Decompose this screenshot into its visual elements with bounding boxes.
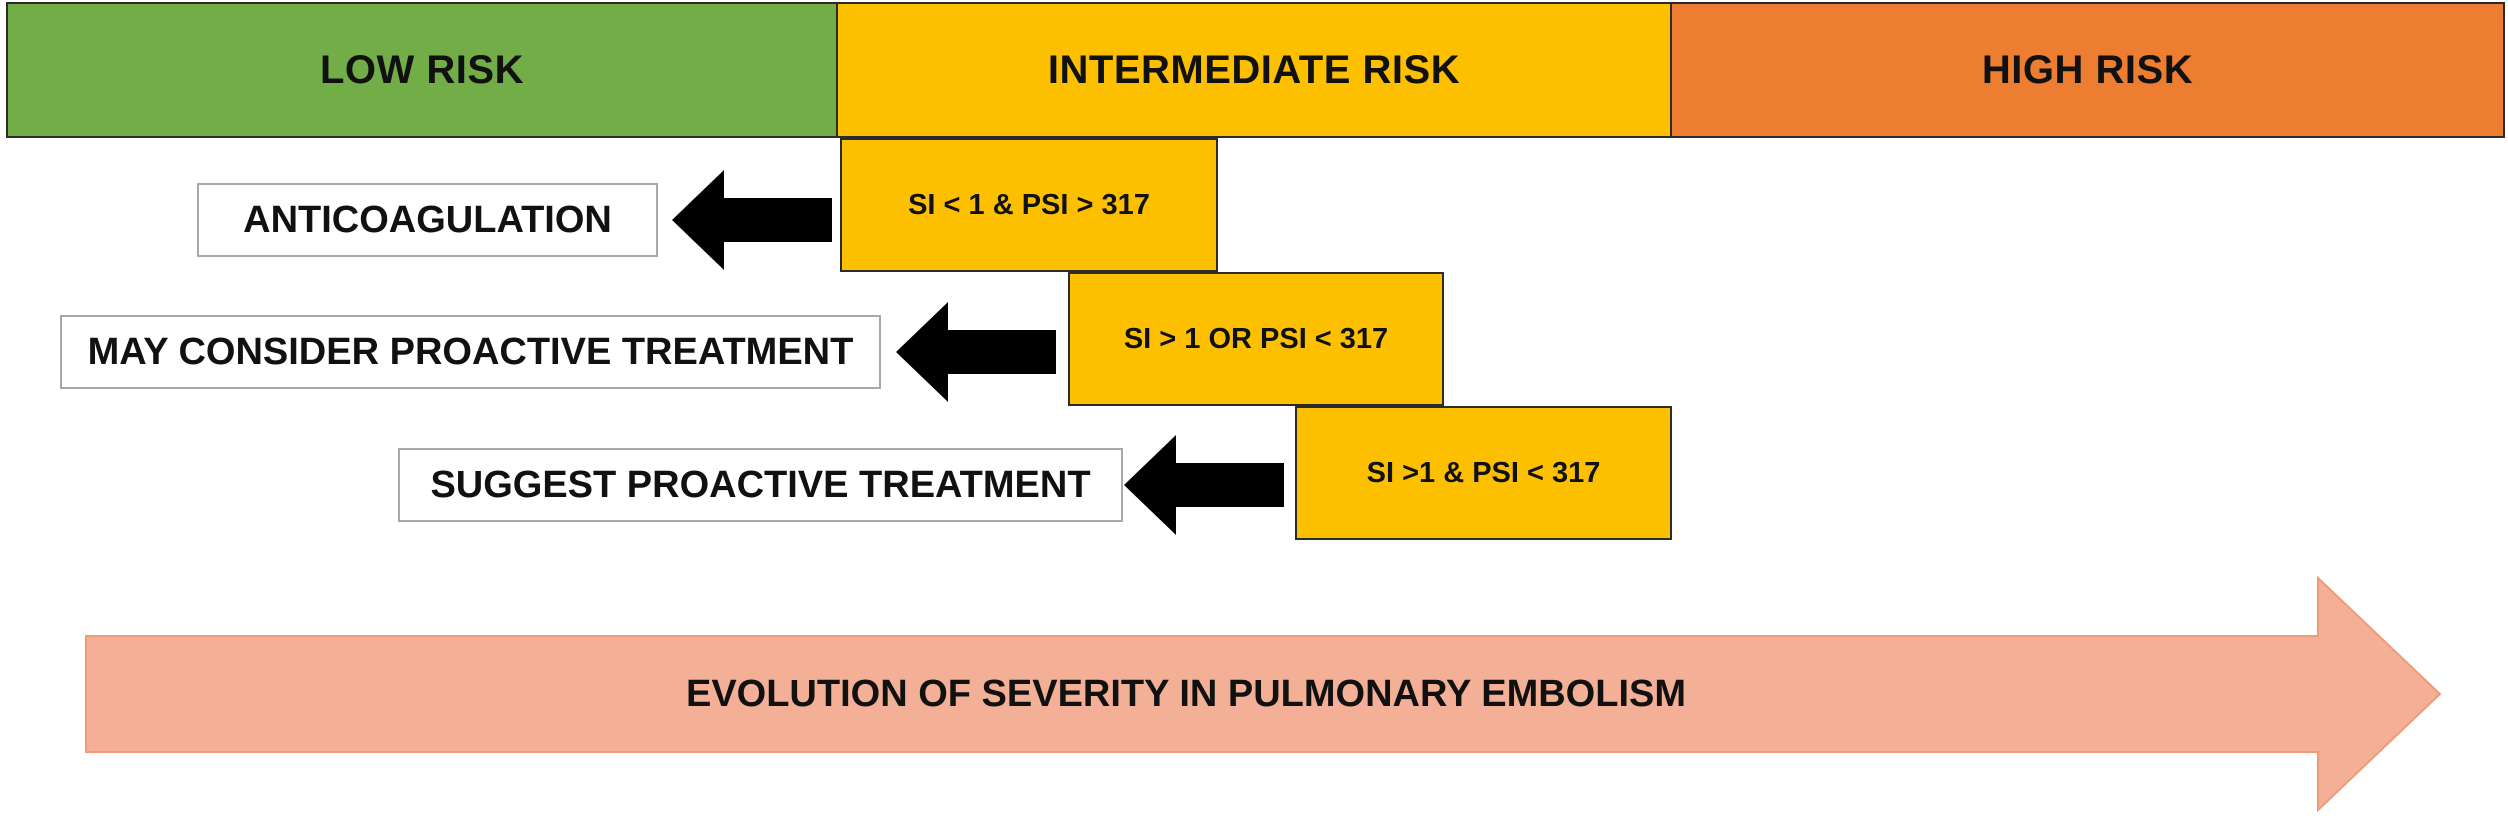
criteria-box-2: SI > 1 OR PSI < 317	[1068, 272, 1444, 406]
left-arrow-icon	[896, 302, 1056, 402]
severity-label-text: EVOLUTION OF SEVERITY IN PULMONARY EMBOL…	[685, 672, 1687, 715]
intermediate-risk-band: INTERMEDIATE RISK	[836, 2, 1672, 138]
left-arrow-icon	[672, 170, 832, 270]
action-label-2: MAY CONSIDER PROACTIVE TREATMENT	[87, 330, 854, 373]
high-risk-label: HIGH RISK	[1981, 47, 2194, 92]
severity-arrow-label: EVOLUTION OF SEVERITY IN PULMONARY EMBOL…	[86, 636, 2286, 752]
action-label-3: SUGGEST PROACTIVE TREATMENT	[430, 463, 1091, 506]
action-box-anticoagulation: ANTICOAGULATION	[197, 183, 658, 257]
intermediate-risk-label: INTERMEDIATE RISK	[1047, 47, 1461, 92]
criteria-label-1: SI < 1 & PSI > 317	[908, 188, 1150, 221]
action-box-may-consider: MAY CONSIDER PROACTIVE TREATMENT	[60, 315, 881, 389]
criteria-box-3: SI >1 & PSI < 317	[1295, 406, 1672, 540]
criteria-label-2: SI > 1 OR PSI < 317	[1123, 322, 1389, 355]
left-arrow-icon	[1124, 435, 1284, 535]
action-label-1: ANTICOAGULATION	[243, 198, 612, 241]
criteria-label-3: SI >1 & PSI < 317	[1366, 456, 1601, 489]
low-risk-label: LOW RISK	[320, 47, 524, 92]
low-risk-band: LOW RISK	[6, 2, 838, 138]
action-box-suggest: SUGGEST PROACTIVE TREATMENT	[398, 448, 1123, 522]
criteria-box-1: SI < 1 & PSI > 317	[840, 138, 1218, 272]
high-risk-band: HIGH RISK	[1670, 2, 2505, 138]
